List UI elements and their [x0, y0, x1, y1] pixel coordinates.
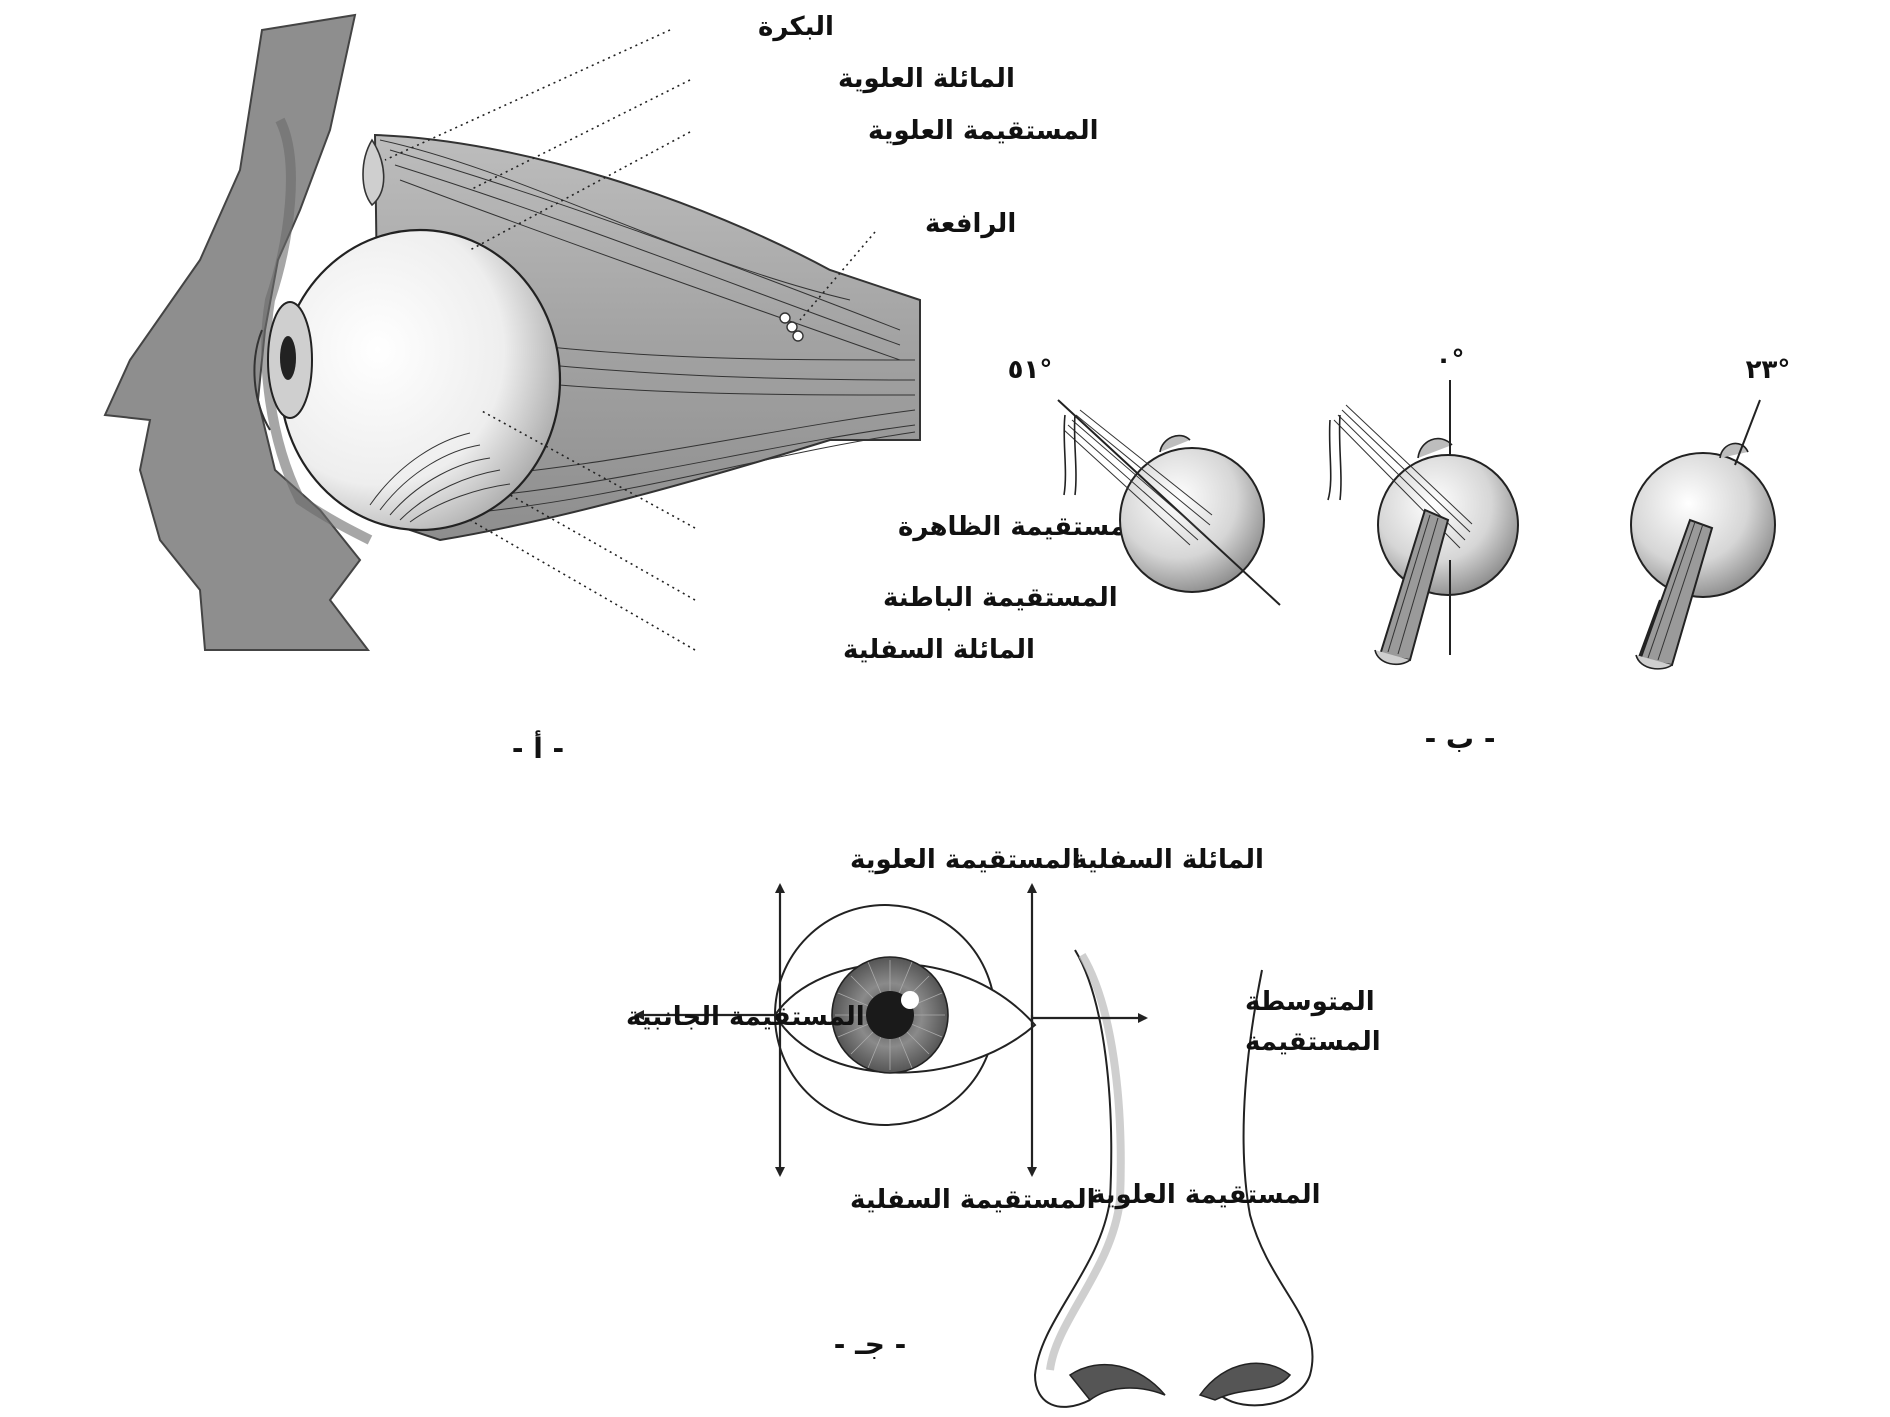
orbit-shadow [261, 117, 373, 545]
label-bottom-right: المستقيمة العلوية [1090, 1180, 1321, 1210]
nose-shadow [1046, 952, 1125, 1371]
caption-b: - ب - [1425, 722, 1496, 755]
panel-c: المستقيمة العلوية المائلة السفلية المستق… [626, 845, 1381, 1408]
angle-left: °٥١ [1008, 355, 1053, 385]
caption-c: - جـ - [834, 1328, 907, 1361]
pupil-highlight [901, 991, 919, 1009]
nostril-left [1068, 1363, 1166, 1402]
panel-b: °٥١ °٠ °٢٣ - ب - [1008, 345, 1791, 755]
caption-a: - أ - [512, 730, 564, 765]
eye-b-left [1057, 399, 1281, 606]
label-medial-rectus: المستقيمة الباطنة [883, 583, 1118, 613]
angle-middle: °٠ [1436, 345, 1465, 375]
panel-a: البكرة المائلة العلوية المستقيمة العلوية… [103, 12, 1146, 765]
label-levator: الرافعة [925, 209, 1016, 239]
label-trochlea: البكرة [758, 12, 834, 42]
label-superior-oblique: المائلة العلوية [838, 64, 1015, 94]
nostril-right [1198, 1362, 1292, 1401]
trochlea-sling [362, 138, 385, 207]
panel-a-leaders [384, 29, 876, 651]
label-bottom-left: المستقيمة السفلية [850, 1185, 1096, 1215]
label-superior-rectus: المستقيمة العلوية [868, 116, 1099, 146]
label-lateral-rectus: المستقيمة الظاهرة [898, 512, 1146, 542]
eye-b-right [1630, 399, 1776, 670]
label-right-line2: المستقيمة [1245, 1027, 1381, 1057]
levator-marker [779, 312, 804, 342]
eyelid-fold [253, 329, 271, 431]
nose-ridge [1033, 949, 1113, 1408]
nose-outline [1219, 969, 1314, 1407]
angle-right: °٢٣ [1746, 355, 1791, 385]
pupil-side [280, 336, 296, 380]
label-inferior-oblique: المائلة السفلية [843, 635, 1035, 665]
eyeball-side [278, 228, 562, 532]
eye-b-middle [1327, 380, 1519, 666]
label-top-left: المستقيمة العلوية [850, 845, 1081, 875]
label-left: المستقيمة الجانبية [626, 1002, 865, 1032]
label-top-right: المائلة السفلية [1072, 845, 1264, 875]
inferior-oblique-fibers [369, 432, 511, 523]
label-right-line1: المتوسطة [1245, 987, 1375, 1017]
